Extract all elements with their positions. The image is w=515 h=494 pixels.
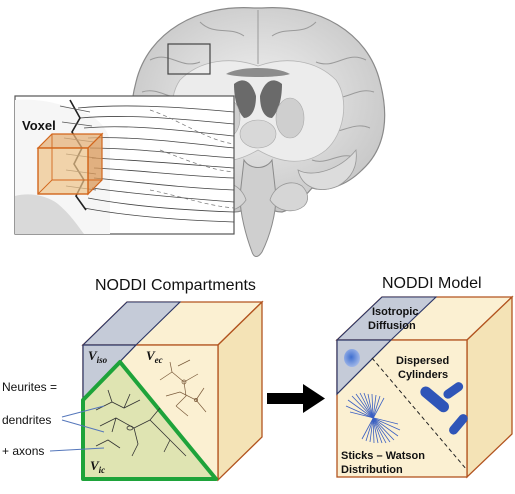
sticks-bundle: [345, 392, 401, 444]
compartments-title: NODDI Compartments: [95, 277, 256, 294]
neurites-line2: dendrites: [2, 413, 51, 427]
compartments-cube: Viso Vec Vic: [81, 300, 264, 482]
transition-arrow: [267, 384, 325, 413]
isotropic-label-line1: Isotropic: [372, 306, 418, 318]
extracellular-sketch: [159, 359, 207, 417]
neurites-line3: + axons: [2, 444, 44, 458]
model-title: NODDI Model: [382, 275, 482, 292]
neurites-line1: Neurites =: [2, 380, 57, 394]
dispersed-label-line1: Dispersed: [396, 355, 449, 367]
v-ic-label: Vic: [90, 458, 105, 475]
v-iso-label: Viso: [88, 348, 108, 365]
neurites-annotation: Neurites = dendrites + axons: [2, 380, 105, 458]
v-ec-label: Vec: [146, 348, 163, 365]
model-cube: Isotropic Diffusion Dispersed Cylinders …: [335, 295, 514, 479]
neurite-sketch: [95, 389, 187, 457]
voxel-label: Voxel: [22, 118, 56, 133]
sticks-label-line1: Sticks – Watson: [341, 450, 425, 462]
sticks-label-line2: Distribution: [341, 464, 403, 476]
selection-box: [167, 43, 211, 75]
dispersed-cylinders: [420, 382, 468, 435]
isotropic-blob: [344, 349, 360, 367]
isotropic-label-line2: Diffusion: [368, 320, 416, 332]
dispersed-label-line2: Cylinders: [398, 369, 448, 381]
voxel-inset: Voxel: [14, 95, 235, 235]
voxel-cube: [36, 132, 104, 196]
